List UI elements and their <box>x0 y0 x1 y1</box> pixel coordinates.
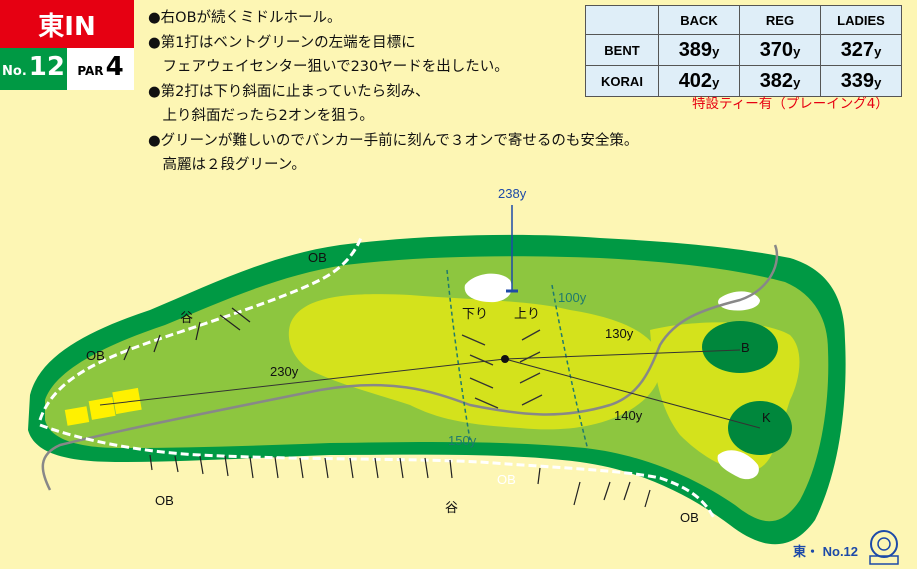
label-100y: 100y <box>558 290 587 305</box>
ob-line-left <box>38 234 364 421</box>
hole-notes: ●右OBが続くミドルホール。 ●第1打はベントグリーンの左端を目標に フェアウェ… <box>148 6 638 178</box>
note-line: ●右OBが続くミドルホール。 <box>148 10 342 26</box>
label-tani: 谷 <box>445 500 458 515</box>
hole-number: No.12 <box>0 48 67 90</box>
aim-line <box>504 349 741 360</box>
yardage-table: BACK REG LADIES BENT 389y 370y 327y KORA… <box>585 5 902 97</box>
table-row: KORAI 402y 382y 339y <box>585 65 902 97</box>
label-ob: OB <box>155 493 174 508</box>
bunker <box>464 273 512 303</box>
label-230y: 230y <box>270 364 299 379</box>
note-line: ●グリーンが難しいのでバンカー手前に刻んで３オンで寄せるのも安全策。 <box>148 132 639 149</box>
label-238y: 238y <box>498 186 527 201</box>
footer-label: 東・ No.12 <box>793 544 859 559</box>
col-ladies: LADIES <box>820 5 902 35</box>
note-line: ●第2打は下り斜面に止まっていたら刻み、 <box>148 83 430 100</box>
club-logo-icon <box>869 530 899 565</box>
yardage-150-line <box>446 269 471 441</box>
label-ob: OB <box>497 472 516 487</box>
target-point <box>501 355 509 363</box>
yardage-100-line <box>551 284 589 451</box>
ob-ticks <box>123 307 651 508</box>
label-green-b: B <box>741 340 750 355</box>
note-line: ●第1打はベントグリーンの左端を目標に <box>148 34 416 51</box>
label-green-k: K <box>762 410 771 425</box>
tee-box <box>112 387 142 415</box>
bunker <box>717 450 759 480</box>
course-badge: 東IN <box>0 0 134 48</box>
aim-line <box>504 358 761 429</box>
note-line: 高麗は２段グリーン。 <box>148 157 306 173</box>
label-nobori: 上り <box>514 306 540 321</box>
slope-marks <box>461 329 543 409</box>
label-140y: 140y <box>614 408 643 423</box>
label-ob: OB <box>86 348 105 363</box>
fairway <box>288 294 662 430</box>
tee-box <box>64 406 90 426</box>
col-back: BACK <box>658 5 740 35</box>
note-line: 上り斜面だったら2オンを狙う。 <box>148 108 374 124</box>
green-bent <box>702 321 778 373</box>
label-150y: 150y <box>448 433 477 448</box>
tee-note: 特設ティー有（プレーイング4） <box>692 96 889 112</box>
label-ob: OB <box>308 250 327 265</box>
tee-box <box>88 397 116 420</box>
label-130y: 130y <box>605 326 634 341</box>
label-ob: OB <box>680 510 699 525</box>
note-line: フェアウェイセンター狙いで230ヤードを出したい。 <box>148 59 509 75</box>
cart-path <box>41 244 779 491</box>
aim-line <box>99 358 506 406</box>
ob-line-right <box>39 423 717 521</box>
label-tani: 谷 <box>180 310 193 325</box>
label-kudari: 下り <box>462 306 488 321</box>
